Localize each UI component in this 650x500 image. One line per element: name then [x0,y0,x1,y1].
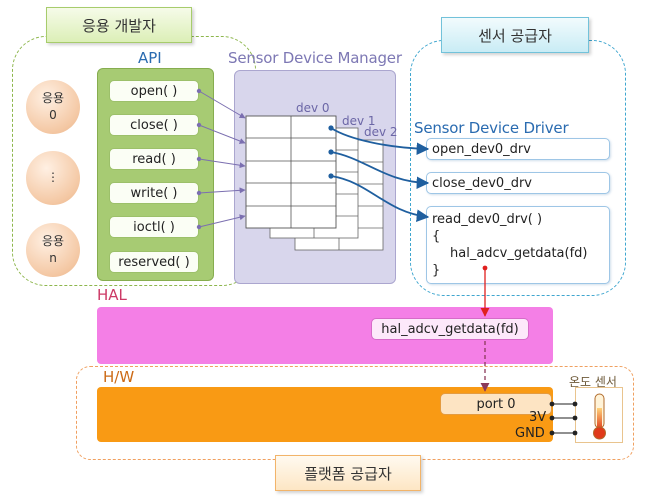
sensor-supplier-tag-text: 센서 공급자 [478,26,552,45]
manager-to-driver-arrows [330,127,430,222]
read-dev0-drv-box: read_dev0_drv( ) { hal_adcv_getdata(fd) … [426,206,610,284]
arrow-to-close-drv [330,151,430,190]
app-developer-tag-text: 응용 개발자 [82,16,156,35]
api-label: API [138,49,162,67]
platform-supplier-tag: 플랫폼 공급자 [275,455,421,491]
api-ioctl: ioctl( ) [109,216,199,238]
sensor-device-manager-label: Sensor Device Manager [228,49,402,67]
arrow-ioctl-to-dev [198,214,246,228]
app-circle-0: 응용 0 [26,80,80,134]
api-panel [97,68,214,281]
sensor-supplier-tag: 센서 공급자 [441,17,589,53]
hal-label: HAL [97,286,127,304]
pin-3v-label: 3V [529,410,547,425]
api-write: write( ) [109,182,199,204]
thermometer-icon [593,393,606,440]
pin-gnd-label: GND [515,426,545,441]
open-dev0-drv-text: open_dev0_drv [432,141,531,157]
api-reserved: reserved( ) [109,251,199,273]
arrow-read-to-dev [198,158,246,169]
app-circle-n-index: n [49,251,57,265]
dev0-table [245,115,337,229]
arrow-open-to-dev [198,90,246,119]
hal-function-box: hal_adcv_getdata(fd) [371,318,529,340]
api-to-manager-arrows [198,90,246,228]
arrow-close-to-dev [198,124,246,144]
dev1-label: dev 1 [342,114,376,128]
platform-supplier-tag-text: 플랫폼 공급자 [304,464,392,483]
app-circle-0-label: 응용 [41,90,65,105]
arrow-to-read-drv [330,175,430,222]
app-circle-ellipsis: ⋮ [26,151,80,205]
sensor-device-driver-label: Sensor Device Driver [414,119,569,137]
app-circle-0-index: 0 [49,108,57,122]
app-developer-tag: 응용 개발자 [46,7,192,43]
dev2-label: dev 2 [364,125,398,139]
app-circle-n-label: 응용 [41,233,65,248]
read-dev0-drv-close-brace: } [432,263,441,278]
app-circle-ellipsis-label: ⋮ [47,170,59,185]
read-dev0-drv-body: hal_adcv_getdata(fd) [450,246,588,261]
close-dev0-drv-text: close_dev0_drv [432,175,532,191]
port-0-box: port 0 [440,393,552,415]
open-dev0-drv-box: open_dev0_drv [426,138,610,160]
manager-connector-dots [328,125,334,179]
pin-wires [552,403,575,434]
api-read: read( ) [109,148,199,170]
close-dev0-drv-box: close_dev0_drv [426,172,610,194]
read-dev0-drv-open-brace: { [432,229,441,244]
dev0-label: dev 0 [296,101,330,115]
app-circle-n: 응용 n [26,223,80,277]
hw-label: H/W [103,368,135,386]
temperature-sensor-label: 온도 센서 [569,375,617,389]
read-dev0-drv-signature: read_dev0_drv( ) [432,212,543,227]
driver-hal-dot [482,265,488,271]
pin-dots [549,401,578,436]
arrow-write-to-dev [198,187,246,194]
arrow-to-open-drv [330,127,430,155]
api-connector-dots [196,88,202,230]
